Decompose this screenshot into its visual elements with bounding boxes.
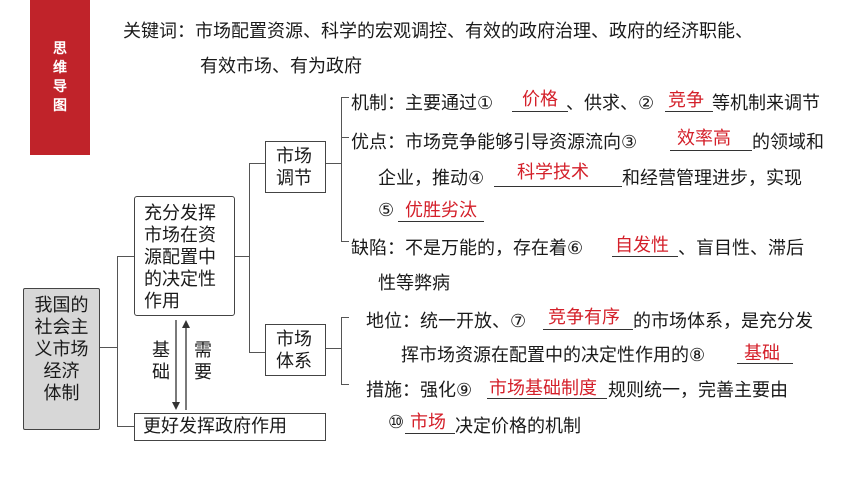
mind-map-tag: 思 维 导 图 bbox=[30, 0, 90, 155]
keywords-line-2: 有效市场、有为政府 bbox=[200, 56, 362, 77]
position-text-c: 挥市场资源在配置中的决定性作用的⑧ bbox=[401, 345, 706, 366]
node-line: 调节 bbox=[276, 168, 312, 189]
advantage-text-b: 的领域和 bbox=[752, 132, 824, 153]
market-bracket bbox=[341, 97, 343, 241]
root-line: 经济 bbox=[43, 361, 80, 382]
answer-2: 竞争 bbox=[668, 90, 704, 111]
answer-4: 科学技术 bbox=[517, 162, 589, 183]
node-line: 市场 bbox=[276, 146, 312, 167]
market-tick bbox=[341, 137, 349, 139]
answer-blank bbox=[405, 433, 455, 434]
measure-text-a: 措施：强化⑨ bbox=[366, 380, 473, 401]
defect-text-b: 、盲目性、滞后 bbox=[678, 238, 804, 259]
mechanism-text-b: 、供求、② bbox=[566, 93, 655, 114]
answer-blank bbox=[543, 329, 633, 330]
double-arrow-icon bbox=[172, 320, 190, 410]
defect-text-a: 缺陷：不是万能的，存在着⑥ bbox=[351, 238, 584, 259]
main-line: 市场在资 bbox=[144, 225, 216, 246]
system-connector bbox=[326, 348, 342, 350]
root-connector bbox=[100, 347, 118, 349]
mechanism-text-c: 等机制来调节 bbox=[712, 93, 820, 114]
advantage-text-d: 和经营管理进步，实现 bbox=[622, 168, 802, 189]
mechanism-text-a: 机制：主要通过① bbox=[351, 93, 494, 114]
government-role-node: 更好发挥政府作用 bbox=[134, 413, 326, 441]
system-tick bbox=[341, 384, 349, 386]
market-tick bbox=[341, 97, 349, 99]
basis-char: 础 bbox=[152, 362, 170, 383]
market-regulation-node: 市场 调节 bbox=[265, 141, 326, 193]
measure-text-d: 决定价格的机制 bbox=[455, 416, 581, 437]
answer-blank bbox=[512, 111, 568, 112]
market-system-node: 市场 体系 bbox=[265, 324, 326, 376]
root-line: 体制 bbox=[43, 383, 80, 404]
main-connector bbox=[235, 256, 250, 258]
answer-blank bbox=[670, 150, 752, 151]
tag-char: 维 bbox=[53, 59, 67, 76]
position-text-b: 的市场体系，是充分发 bbox=[633, 311, 813, 332]
keywords-line-1: 关键词：市场配置资源、科学的宏观调控、有效的政府治理、政府的经济职能、 bbox=[123, 21, 753, 42]
answer-1: 价格 bbox=[522, 89, 558, 110]
tag-char: 导 bbox=[53, 78, 67, 95]
answer-3: 效率高 bbox=[677, 128, 731, 149]
defect-text-c: 性等弊病 bbox=[378, 273, 450, 294]
main-line: 作用 bbox=[144, 291, 180, 312]
position-text-a: 地位：统一开放、⑦ bbox=[366, 311, 527, 332]
node-line: 市场 bbox=[276, 329, 312, 350]
market-tick bbox=[341, 241, 349, 243]
answer-10: 市场 bbox=[410, 412, 446, 433]
answer-blank bbox=[737, 363, 793, 364]
answer-9: 市场基础制度 bbox=[489, 378, 597, 399]
advantage-text-a: 优点：市场竞争能够引导资源流向③ bbox=[351, 132, 638, 153]
measure-text-b: 规则统一，完善主要由 bbox=[608, 380, 788, 401]
answer-5: 优胜劣汰 bbox=[405, 200, 477, 221]
tag-char: 思 bbox=[53, 40, 67, 57]
need-label: 需 要 bbox=[194, 340, 212, 384]
root-node: 我国的 社会主 义市场 经济 体制 bbox=[23, 288, 100, 430]
answer-blank bbox=[398, 221, 484, 222]
node-line: 体系 bbox=[276, 351, 312, 372]
answer-blank bbox=[494, 186, 622, 187]
main-line: 源配置中 bbox=[144, 247, 216, 268]
system-bracket bbox=[341, 317, 343, 385]
market-connector bbox=[326, 163, 342, 165]
answer-blank bbox=[665, 111, 713, 112]
answer-blank bbox=[612, 256, 678, 257]
main-line: 充分发挥 bbox=[144, 203, 216, 224]
to-market-node bbox=[249, 163, 265, 165]
advantage-text-c: 企业，推动④ bbox=[378, 168, 485, 189]
answer-8: 基础 bbox=[744, 343, 780, 364]
root-line: 义市场 bbox=[34, 339, 89, 360]
root-line: 社会主 bbox=[34, 317, 89, 338]
need-char: 要 bbox=[194, 362, 212, 383]
root-to-bottom bbox=[117, 426, 135, 428]
system-tick bbox=[341, 317, 349, 319]
basis-label: 基 础 bbox=[152, 340, 170, 384]
measure-text-c: ⑩ bbox=[388, 412, 405, 433]
answer-7: 竞争有序 bbox=[548, 307, 620, 328]
tag-char: 图 bbox=[53, 97, 67, 114]
to-system-node bbox=[249, 352, 265, 354]
main-line: 的决定性 bbox=[144, 269, 216, 290]
root-line: 我国的 bbox=[34, 295, 89, 316]
need-char: 需 bbox=[194, 340, 212, 361]
answer-blank bbox=[487, 398, 607, 399]
market-decisive-role-node: 充分发挥 市场在资 源配置中 的决定性 作用 bbox=[134, 196, 235, 316]
root-to-main bbox=[117, 256, 135, 258]
answer-6: 自发性 bbox=[615, 235, 669, 256]
root-bracket bbox=[117, 256, 119, 426]
advantage-text-e: ⑤ bbox=[378, 200, 395, 221]
main-bracket bbox=[249, 163, 251, 353]
basis-char: 基 bbox=[152, 340, 170, 361]
